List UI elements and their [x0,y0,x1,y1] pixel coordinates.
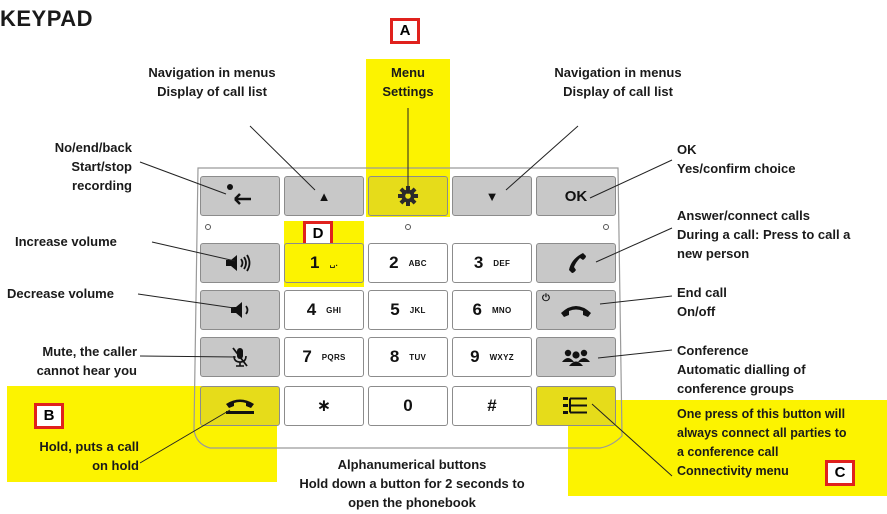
power-icon: ⏻ [542,293,550,304]
callout-increase-volume: Increase volume [15,234,117,249]
gear-icon [398,186,418,206]
down-button[interactable]: ▼ [452,176,532,216]
hold-icon [226,399,254,414]
conference-icon [562,349,590,366]
tag-c: C [825,460,855,486]
volume-down-button[interactable] [200,290,280,330]
up-arrow-icon: ▲ [317,188,331,204]
indicator-dot [205,224,211,230]
tag-a: A [390,18,420,44]
page-title: KEYPAD [0,6,94,31]
callout-decrease-volume: Decrease volume [7,286,114,301]
back-button[interactable] [200,176,280,216]
tag-b: B [34,403,64,429]
up-button[interactable]: ▲ [284,176,364,216]
end-call-button[interactable]: ⏻ [536,290,616,330]
key-0[interactable]: 0 [368,386,448,426]
volume-up-button[interactable] [200,243,280,283]
mute-mic-icon [232,347,248,367]
phone-end-icon [561,306,591,317]
indicator-dot [405,224,411,230]
key-1[interactable]: 1␣. [284,243,364,283]
volume-up-icon [226,254,251,272]
ok-button[interactable]: OK [536,176,616,216]
connectivity-icon [563,397,587,414]
back-arrow-icon [225,184,255,208]
down-arrow-icon: ▼ [485,188,499,204]
menu-button[interactable] [368,176,448,216]
indicator-dot [603,224,609,230]
volume-down-icon [231,302,249,318]
key-star[interactable]: ∗ [284,386,364,426]
answer-button[interactable] [536,243,616,283]
phone-answer-icon [569,253,586,273]
key-hash[interactable]: # [452,386,532,426]
connectivity-button[interactable] [536,386,616,426]
